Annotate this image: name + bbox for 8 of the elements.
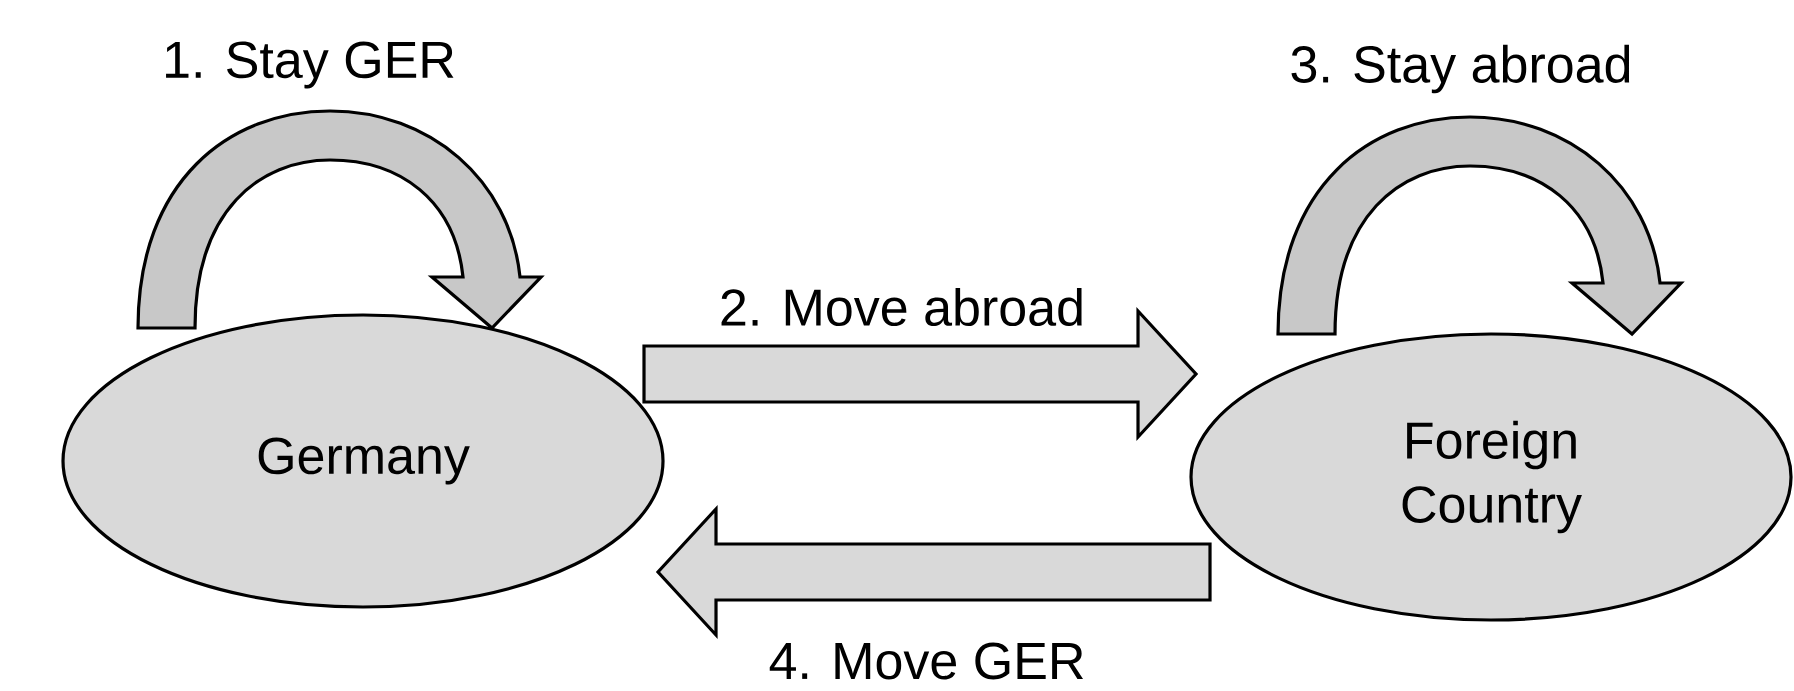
edge-label: 4. Move GER (769, 642, 1084, 680)
curved-block-arrow (1276, 115, 1683, 336)
edge-label: 3. Stay abroad (1291, 44, 1630, 94)
block-arrow (642, 306, 1199, 442)
edge-label: 2. Move abroad (721, 287, 1082, 327)
block-arrow (655, 504, 1212, 640)
edge-label: 1. Stay GER (166, 41, 454, 89)
curved-block-arrow (136, 109, 543, 330)
